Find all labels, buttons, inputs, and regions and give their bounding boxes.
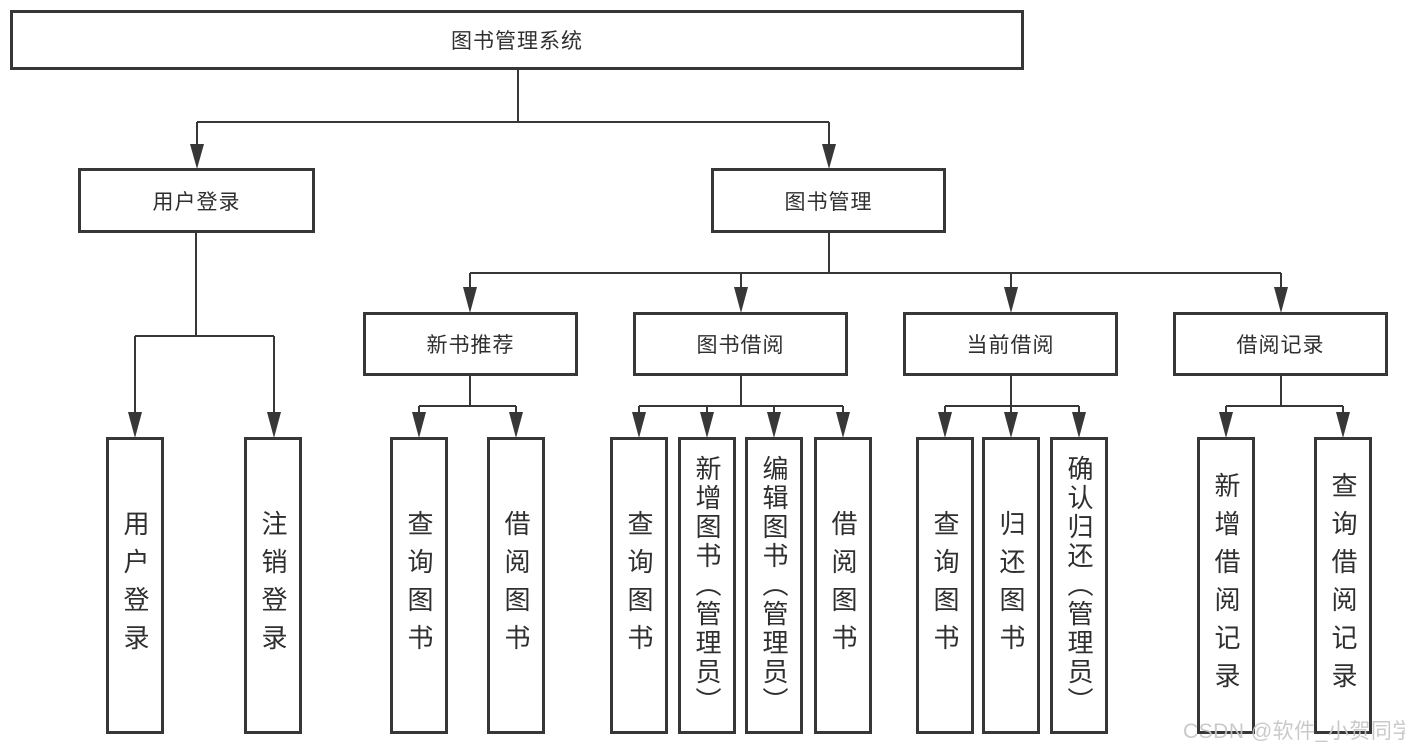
- node-book-borrowing: 图书借阅: [633, 312, 848, 376]
- leaf-label: 借阅图书: [828, 509, 858, 662]
- arrow-down-icon: [509, 412, 523, 438]
- leaf-label: 用户登录: [120, 509, 150, 662]
- arrow-down-icon: [1004, 287, 1018, 313]
- leaf-borrow-borrow-books: 借阅图书: [814, 437, 872, 734]
- node-library-management-system: 图书管理系统: [10, 10, 1024, 70]
- arrow-down-icon: [1336, 412, 1350, 438]
- arrow-down-icon: [836, 412, 850, 438]
- leaf-label: 新增图书（管理员）: [692, 455, 722, 716]
- leaf-records-add-record: 新增借阅记录: [1197, 437, 1255, 734]
- leaf-label: 归还图书: [996, 509, 1026, 662]
- arrow-down-icon: [128, 412, 142, 438]
- leaf-current-return-books: 归还图书: [982, 437, 1040, 734]
- arrow-down-icon: [463, 287, 477, 313]
- arrow-down-icon: [700, 412, 714, 438]
- arrow-down-icon: [1004, 412, 1018, 438]
- leaf-logout: 注销登录: [244, 437, 302, 734]
- leaf-label: 编辑图书（管理员）: [759, 455, 789, 716]
- leaf-label: 查询图书: [624, 509, 654, 662]
- arrow-down-icon: [267, 412, 281, 438]
- leaf-label: 新增借阅记录: [1211, 471, 1241, 700]
- node-user-login: 用户登录: [78, 168, 315, 233]
- leaf-borrow-edit-books-admin: 编辑图书（管理员）: [745, 437, 803, 734]
- node-book-management: 图书管理: [711, 168, 946, 233]
- arrow-down-icon: [412, 412, 426, 438]
- leaf-newbook-query-books: 查询图书: [390, 437, 448, 734]
- arrow-down-icon: [632, 412, 646, 438]
- node-borrowing-records: 借阅记录: [1173, 312, 1388, 376]
- arrow-down-icon: [1219, 412, 1233, 438]
- leaf-label: 查询图书: [404, 509, 434, 662]
- arrow-down-icon: [734, 287, 748, 313]
- leaf-label: 借阅图书: [501, 509, 531, 662]
- leaf-newbook-borrow-books: 借阅图书: [487, 437, 545, 734]
- csdn-watermark: CSDN @软件_小贺同学: [1183, 720, 1405, 743]
- node-current-borrowing: 当前借阅: [903, 312, 1118, 376]
- leaf-borrow-query-books: 查询图书: [610, 437, 668, 734]
- arrow-down-icon: [938, 412, 952, 438]
- leaf-user-login: 用户登录: [106, 437, 164, 734]
- leaf-records-query-record: 查询借阅记录: [1314, 437, 1372, 734]
- arrow-down-icon: [1274, 287, 1288, 313]
- node-new-book-recommend: 新书推荐: [363, 312, 578, 376]
- leaf-current-query-books: 查询图书: [916, 437, 974, 734]
- leaf-borrow-add-books-admin: 新增图书（管理员）: [678, 437, 736, 734]
- leaf-current-confirm-return-admin: 确认归还（管理员）: [1050, 437, 1108, 734]
- arrow-down-icon: [190, 144, 204, 169]
- arrow-down-icon: [822, 144, 836, 169]
- leaf-label: 查询图书: [930, 509, 960, 662]
- leaf-label: 确认归还（管理员）: [1064, 455, 1094, 716]
- leaf-label: 注销登录: [258, 509, 288, 662]
- arrow-down-icon: [767, 412, 781, 438]
- arrow-down-icon: [1072, 412, 1086, 438]
- leaf-label: 查询借阅记录: [1328, 471, 1358, 700]
